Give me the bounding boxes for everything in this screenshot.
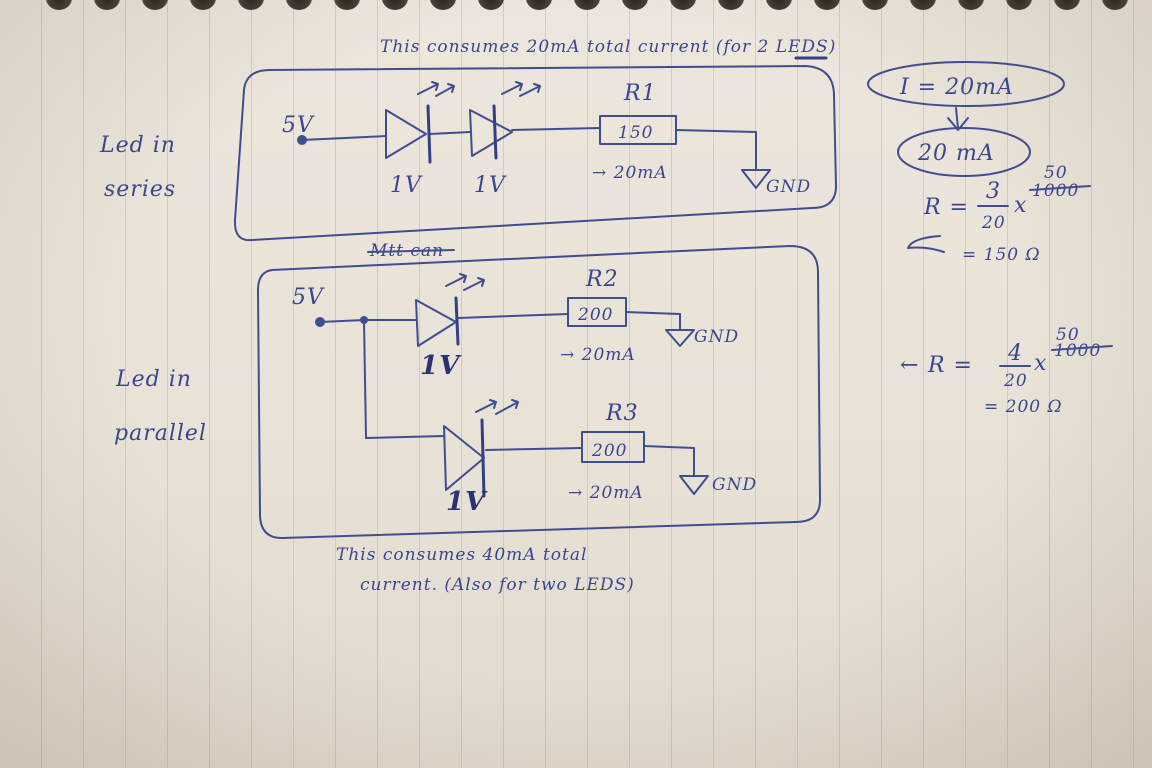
parallel-box bbox=[257, 245, 821, 539]
calc-series-factor-strike bbox=[1029, 185, 1091, 191]
calc-par-result: = 200 Ω bbox=[984, 397, 1063, 417]
calc-series-result: = 150 Ω bbox=[962, 245, 1041, 265]
crossed-note-strike bbox=[367, 249, 455, 253]
calc-current-ellipse bbox=[867, 61, 1065, 107]
parallel-r3-value: 200 bbox=[591, 441, 627, 461]
series-resistor-name: R1 bbox=[623, 81, 657, 106]
parallel-ground-symbol-2 bbox=[679, 475, 709, 495]
series-wire-4 bbox=[675, 129, 757, 133]
binding-hole bbox=[94, 0, 120, 10]
parallel-led-1-drop: 1V bbox=[420, 351, 462, 381]
binding-hole bbox=[718, 0, 744, 10]
calc-current-label: I = 20mA bbox=[899, 75, 1014, 100]
series-wire-2 bbox=[429, 131, 471, 135]
calc-series-factor: 1000 bbox=[1032, 181, 1079, 201]
parallel-wire-branch-down bbox=[363, 319, 367, 439]
parallel-led-2-drop: 1V bbox=[446, 487, 488, 517]
parallel-ground-symbol-1 bbox=[665, 329, 695, 347]
parallel-title-line2: parallel bbox=[114, 421, 207, 446]
calc-par-num: 4 bbox=[1007, 341, 1023, 366]
series-title-line1: Led in bbox=[99, 133, 176, 158]
calc-par-factor-strike bbox=[1051, 345, 1113, 351]
parallel-ground-label-1: GND bbox=[694, 327, 739, 347]
binding-hole bbox=[670, 0, 696, 10]
parallel-current-1: → 20mA bbox=[560, 345, 636, 365]
spiral-binding-holes bbox=[0, 0, 1152, 16]
series-title-line2: series bbox=[104, 177, 176, 202]
binding-hole bbox=[142, 0, 168, 10]
calc-series-factor-corr: 50 bbox=[1044, 163, 1068, 183]
binding-hole bbox=[238, 0, 264, 10]
calc-par-arrow: ← bbox=[900, 353, 919, 378]
binding-hole bbox=[814, 0, 840, 10]
binding-hole bbox=[334, 0, 360, 10]
calc-par-factor: 1000 bbox=[1054, 341, 1101, 361]
binding-hole bbox=[46, 0, 72, 10]
calc-series-eq: R = bbox=[923, 195, 969, 220]
binding-hole bbox=[1006, 0, 1032, 10]
parallel-supply-label: 5V bbox=[292, 285, 325, 310]
series-wire-1 bbox=[301, 135, 387, 141]
calc-series-den: 20 bbox=[981, 213, 1006, 233]
binding-hole bbox=[286, 0, 312, 10]
series-current-label: → 20mA bbox=[592, 163, 668, 183]
binding-hole bbox=[958, 0, 984, 10]
binding-hole bbox=[190, 0, 216, 10]
binding-hole bbox=[766, 0, 792, 10]
parallel-wire-4 bbox=[625, 311, 681, 315]
series-led-1-drop: 1V bbox=[390, 173, 423, 198]
parallel-wire-7 bbox=[643, 445, 695, 449]
top-note: This consumes 20mA total current (for 2 … bbox=[380, 37, 836, 57]
binding-hole bbox=[910, 0, 936, 10]
calc-par-den: 20 bbox=[1003, 371, 1028, 391]
parallel-wire-6 bbox=[485, 447, 583, 451]
calc-par-factor-corr: 50 bbox=[1056, 325, 1080, 345]
parallel-wire-1 bbox=[319, 319, 365, 323]
series-led-1 bbox=[385, 81, 455, 164]
calc-series-times: x bbox=[1014, 193, 1027, 218]
bottom-note-line1: This consumes 40mA total bbox=[336, 545, 587, 565]
calc-series-scribble bbox=[907, 235, 945, 253]
series-supply-label: 5V bbox=[282, 113, 315, 138]
parallel-ground-label-2: GND bbox=[712, 475, 757, 495]
binding-hole bbox=[862, 0, 888, 10]
parallel-r2-name: R2 bbox=[585, 267, 619, 292]
parallel-wire-3 bbox=[457, 313, 569, 319]
binding-hole bbox=[1102, 0, 1128, 10]
parallel-led-2 bbox=[443, 399, 519, 498]
binding-hole bbox=[478, 0, 504, 10]
binding-hole bbox=[574, 0, 600, 10]
binding-hole bbox=[622, 0, 648, 10]
binding-hole bbox=[430, 0, 456, 10]
calc-par-eq: R = bbox=[927, 353, 973, 378]
calc-current-circle bbox=[897, 127, 1031, 177]
parallel-current-2: → 20mA bbox=[568, 483, 644, 503]
parallel-title-line1: Led in bbox=[115, 367, 192, 392]
bottom-note-line2: current. (Also for two LEDS) bbox=[360, 575, 635, 595]
parallel-led-1 bbox=[415, 273, 485, 347]
parallel-wire-branch-right bbox=[365, 435, 445, 439]
calc-current-circled: 20 mA bbox=[917, 141, 995, 166]
series-resistor-value: 150 bbox=[618, 123, 653, 143]
binding-hole bbox=[526, 0, 552, 10]
parallel-r2-value: 200 bbox=[577, 305, 613, 325]
series-led-2-drop: 1V bbox=[474, 173, 507, 198]
binding-hole bbox=[382, 0, 408, 10]
series-box bbox=[233, 65, 837, 242]
series-wire-3 bbox=[511, 127, 601, 131]
parallel-r3-name: R3 bbox=[605, 401, 639, 426]
series-ground-symbol bbox=[741, 169, 771, 189]
calc-series-num: 3 bbox=[986, 179, 1001, 204]
calc-par-times: x bbox=[1034, 351, 1047, 376]
binding-hole bbox=[1054, 0, 1080, 10]
series-ground-label: GND bbox=[766, 177, 811, 197]
series-led-2 bbox=[469, 81, 541, 160]
calc-down-arrow bbox=[947, 107, 969, 131]
